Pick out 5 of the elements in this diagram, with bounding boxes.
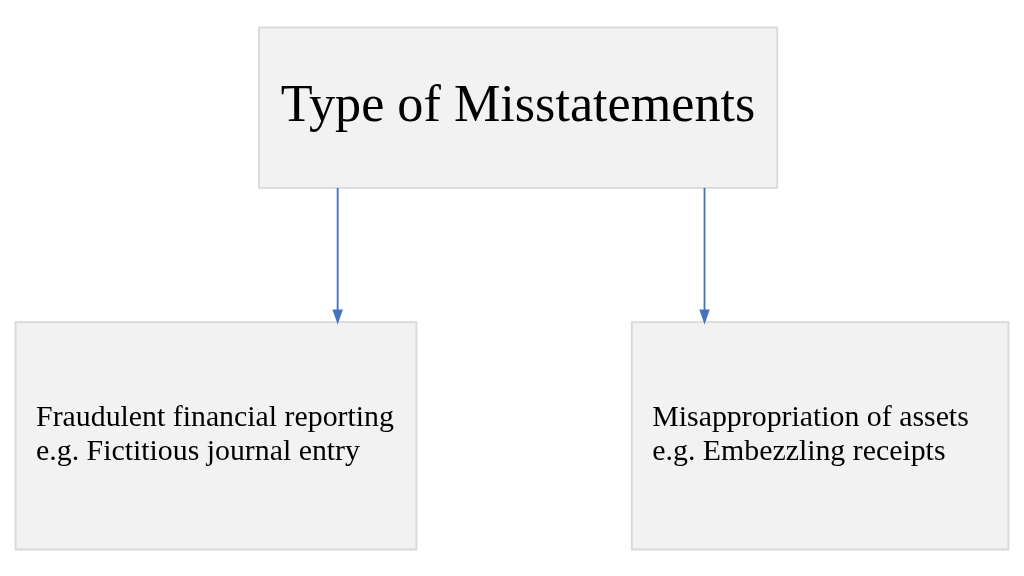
arrow [699,186,710,324]
node-box: Misappropriation of assets e.g. Embezzling receipts [630,320,1010,550]
arrow [332,186,343,324]
node-box: Fraudulent financial reporting e.g. Fictitious journal entry [14,320,418,550]
node-box: Type of Misstatements [257,26,779,189]
